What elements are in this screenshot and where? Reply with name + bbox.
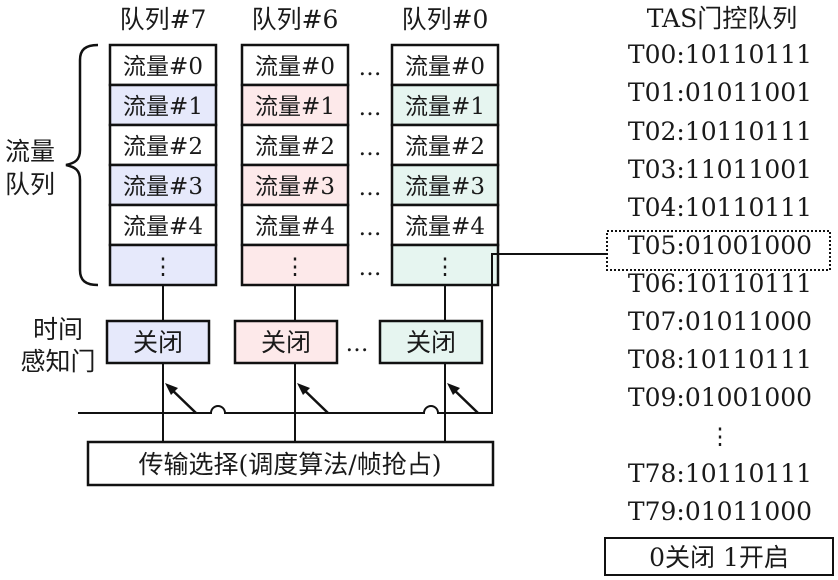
flow-label: 流量#3 [123,174,203,200]
ellipsis: … [359,255,382,281]
tas-entry: T07:01011000 [628,307,812,336]
vdots: ⋮ [709,424,732,450]
tas-entry: T09:01001000 [628,383,812,412]
ellipsis: … [359,215,382,241]
gate-control-line [78,253,607,414]
tas-entry: T78:10110111 [628,459,812,488]
tas-entry: T02:10110111 [628,117,812,146]
gate-label: 关闭 [261,328,311,357]
arrow-head [297,383,310,395]
queue-2 [390,43,500,287]
queue-0 [108,43,218,287]
tas-entry: T05:01001000 [628,231,812,260]
flow-cell [108,163,218,207]
gate-label: 关闭 [133,328,183,357]
tas-entry: T06:10110111 [628,269,812,298]
flow-label: 流量#0 [123,54,203,80]
flow-label: 流量#2 [255,134,335,160]
ellipsis: … [359,135,382,161]
flow-label: 流量#2 [123,134,203,160]
flow-label: 流量#3 [405,174,485,200]
flow-queue-label: 队列 [5,170,55,199]
gate-row-label: 时间 [33,315,83,344]
flow-label: 流量#4 [255,214,335,240]
flow-cell [390,163,500,207]
gate-row-label: 感知门 [20,347,95,376]
queue-title: 队列#7 [120,5,207,34]
legend-box [604,537,834,576]
ellipsis: … [359,175,382,201]
flow-queue-label: 流量 [5,137,55,166]
tas-entry: T00:10110111 [628,40,812,69]
transmission-select-box [86,440,495,487]
queue-title: 队列#0 [402,5,489,34]
transmission-select-label: 传输选择(调度算法/帧抢占) [139,450,442,479]
tas-entry: T01:01011001 [628,78,812,107]
tas-entry: T04:10110111 [628,193,812,222]
flow-label: 流量#4 [123,214,203,240]
flow-label: 流量#1 [123,94,203,120]
flow-cell [390,203,500,247]
flow-label: 流量#4 [405,214,485,240]
brace [65,43,99,287]
flow-cell [390,123,500,167]
flow-cell [390,83,500,127]
vdots: ⋮ [434,254,457,280]
arrow-head [447,383,460,395]
gate-box [233,319,339,365]
gate-label: 关闭 [406,328,456,357]
legend-text: 0关闭 1开启 [649,543,789,572]
flow-label: 流量#1 [255,94,335,120]
flow-label: 流量#0 [255,54,335,80]
ellipsis: … [359,95,382,121]
flow-label: 流量#2 [405,134,485,160]
flow-cell [390,43,500,87]
vdots: ⋮ [284,254,307,280]
tas-entry: T08:10110111 [628,345,812,374]
ellipsis: … [359,55,382,81]
tas-entry: T79:01011000 [628,497,812,526]
flow-cell [390,243,500,287]
highlight-box [606,230,831,271]
flow-label: 流量#1 [405,94,485,120]
gate-box [105,319,211,365]
flow-cell [240,83,350,127]
arrow-head [165,383,178,395]
vdots: ⋮ [152,254,175,280]
flow-label: 流量#3 [255,174,335,200]
flow-label: 流量#0 [405,54,485,80]
queue-1 [240,43,350,287]
ellipsis: … [346,331,369,357]
queue-title: 队列#6 [252,5,339,34]
flow-cell [240,43,350,87]
flow-cell [240,163,350,207]
tas-entry: T03:11011001 [628,155,812,184]
gate-box [378,319,484,365]
flow-cell [108,243,218,287]
tas-title: TAS门控队列 [647,4,798,33]
